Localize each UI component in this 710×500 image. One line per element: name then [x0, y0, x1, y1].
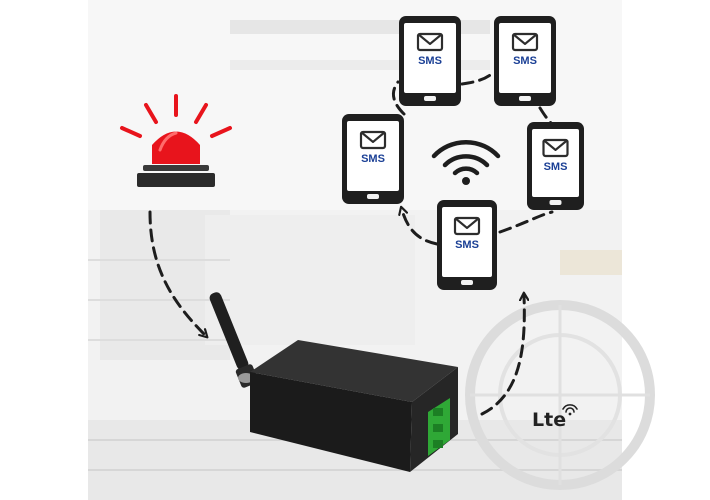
home-button [367, 194, 379, 199]
arrow-left-to-top [392, 80, 406, 116]
phone-top-right: SMS [494, 16, 556, 106]
phones: SMS SMS SMS SMS SMS [342, 16, 584, 290]
home-button [549, 200, 562, 205]
arrow-alarm-to-device [148, 210, 205, 335]
lte-gateway-device [209, 292, 458, 472]
wifi-icon [431, 140, 501, 185]
envelope-icon [453, 216, 481, 236]
sms-label: SMS [513, 55, 537, 67]
flow-arrows [148, 70, 554, 416]
envelope-icon [542, 138, 569, 158]
sms-label: SMS [455, 239, 479, 251]
phone-middle-left: SMS [342, 114, 404, 204]
home-button [519, 96, 531, 101]
sms-label: SMS [418, 55, 442, 67]
sms-label: SMS [361, 153, 385, 165]
sms-label: SMS [544, 161, 568, 173]
phone-bottom-center: SMS [437, 200, 497, 290]
lte-label: Lte [532, 409, 566, 431]
arrow-top-between [460, 70, 496, 86]
home-button [424, 96, 436, 101]
phone-top-left: SMS [399, 16, 461, 106]
envelope-icon [511, 32, 539, 52]
envelope-icon [416, 32, 444, 52]
arrow-phone-to-right [498, 210, 554, 234]
home-button [461, 280, 473, 285]
arrow-phone-to-left [402, 210, 439, 246]
arrow-device-to-network [480, 296, 524, 416]
lte-signal-icon [562, 404, 578, 416]
red-alarm-beacon-icon [120, 94, 232, 187]
envelope-icon [359, 130, 387, 150]
terminal-block-icon [428, 398, 450, 456]
phone-middle-right: SMS [527, 122, 584, 210]
lte-label-group: Lte [532, 404, 578, 431]
